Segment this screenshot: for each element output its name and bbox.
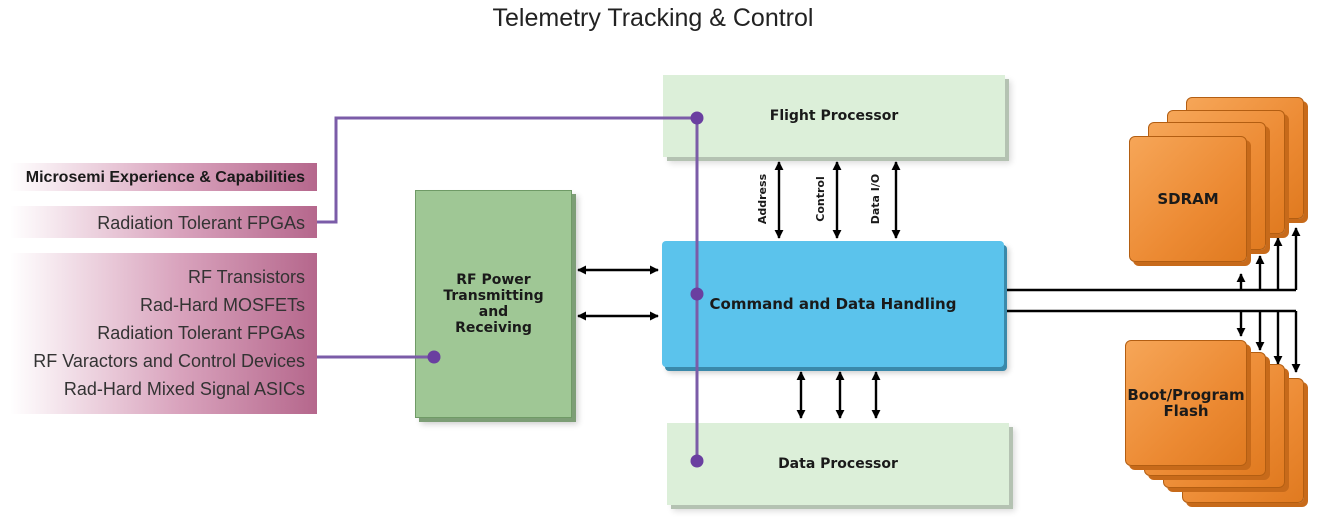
capability-item: RF Varactors and Control Devices [33,351,305,371]
flash-label-line: Flash [1163,402,1209,420]
capability-item: RF Transistors [187,267,305,287]
rf-label-line: Transmitting [443,288,544,304]
capability-item: Rad-Hard MOSFETs [139,295,305,315]
sdram-bus [1006,227,1301,292]
rf-label-line: Receiving [455,320,532,336]
flash-chip [1125,340,1247,466]
capability-rf-list: RF Transistors Rad-Hard MOSFETs Radiatio… [10,253,317,414]
rf-label-line: RF Power [456,272,531,288]
rf-label-line: and [478,304,509,320]
flash-label: Boot/Program Flash [1125,340,1247,466]
flight-processor-block: Flight Processor [663,75,1005,157]
connector-dot [427,350,441,364]
fpga-connector-line [317,116,697,224]
capability-fpga: Radiation Tolerant FPGAs [10,206,317,238]
flash-bus [1006,309,1301,373]
command-data-handling-block: Command and Data Handling [662,241,1004,367]
connector-dot [690,111,704,125]
connector-dot [690,454,704,468]
diagram-title: Telemetry Tracking & Control [492,4,814,32]
rf-power-block: RF Power Transmitting and Receiving [415,190,572,418]
sdram-label: SDRAM [1157,190,1219,208]
capabilities-header: Microsemi Experience & Capabilities [10,163,317,191]
connector-dot [690,287,704,301]
capability-item: Radiation Tolerant FPGAs [97,323,305,343]
flash-label-line: Boot/Program [1127,386,1245,404]
sdram-chip [1129,136,1247,262]
data-processor-block: Data Processor [667,423,1009,505]
capability-item: Rad-Hard Mixed Signal ASICs [63,379,305,399]
